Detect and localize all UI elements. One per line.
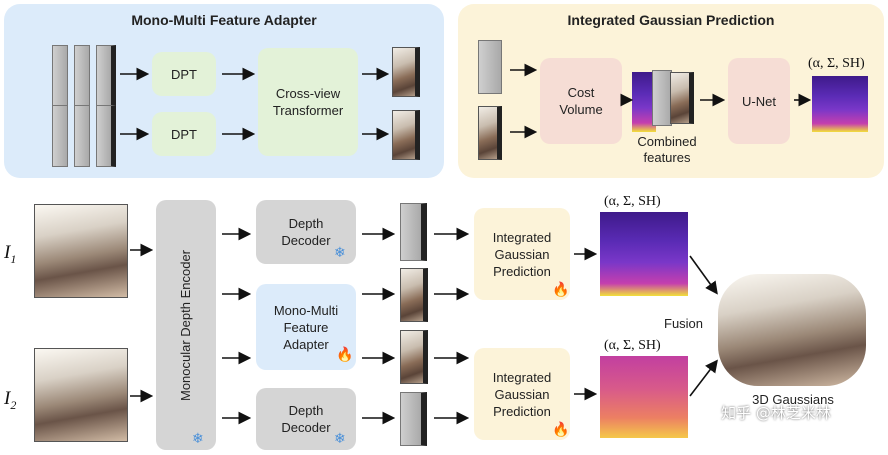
feature-plate — [96, 105, 116, 167]
unet-block: U-Net — [728, 58, 790, 144]
gaussian-params-label: (α, Σ, SH) — [604, 194, 661, 209]
feature-plate — [478, 40, 502, 94]
prediction-panel-title: Integrated Gaussian Prediction — [567, 12, 775, 28]
feature-image-thumbnail — [670, 72, 694, 124]
mono-multi-feature-adapter: Mono-Multi Feature Adapter — [256, 284, 356, 370]
snowflake-icon: ❄ — [334, 430, 346, 446]
cost-volume-block: Cost Volume — [540, 58, 622, 144]
cross-view-transformer-block: Cross-view Transformer — [258, 48, 358, 156]
gaussian-params-label: (α, Σ, SH) — [808, 56, 865, 71]
feature-image-thumbnail — [478, 106, 502, 160]
snowflake-icon: ❄ — [334, 244, 346, 260]
integrated-gaussian-prediction-1: Integrated Gaussian Prediction — [474, 208, 570, 300]
fusion-label: Fusion — [664, 316, 704, 331]
depth-decoder-2: Depth Decoder — [256, 388, 356, 450]
fire-icon: 🔥 — [552, 421, 570, 437]
3d-gaussians-label: 3D Gaussians — [752, 392, 834, 407]
watermark: 知乎 @林芝米林 — [721, 404, 831, 422]
depth-feature-plate — [400, 392, 427, 446]
snowflake-icon: ❄ — [192, 430, 204, 446]
gaussian-params-heatmap — [812, 76, 868, 132]
gaussian-params-heatmap-2 — [600, 356, 688, 438]
depth-feature-plate — [400, 203, 427, 261]
adapted-feature-thumbnail — [400, 268, 428, 322]
gaussian-params-heatmap-1 — [600, 212, 688, 296]
input-image-2 — [34, 348, 128, 442]
adapted-feature-thumbnail — [400, 330, 428, 384]
depth-decoder-1: Depth Decoder — [256, 200, 356, 264]
adapter-panel-title: Mono-Multi Feature Adapter — [131, 12, 317, 28]
feature-image-thumbnail — [392, 47, 420, 97]
fire-icon: 🔥 — [552, 281, 570, 297]
integrated-gaussian-prediction-2: Integrated Gaussian Prediction — [474, 348, 570, 440]
dpt-block: DPT — [152, 52, 216, 96]
input-2-label: I2 — [4, 388, 17, 412]
input-1-label: I1 — [4, 242, 17, 266]
feature-image-thumbnail — [392, 110, 420, 160]
gaussian-params-label: (α, Σ, SH) — [604, 338, 661, 353]
feature-plate — [52, 105, 68, 167]
3d-gaussians-render — [718, 274, 866, 386]
dpt-block: DPT — [152, 112, 216, 156]
fire-icon: 🔥 — [336, 346, 354, 362]
feature-plate — [74, 105, 90, 167]
combined-features-label: Combined features — [637, 134, 697, 165]
input-image-1 — [34, 204, 128, 298]
monocular-depth-encoder: Monocular Depth Encoder — [156, 200, 216, 450]
